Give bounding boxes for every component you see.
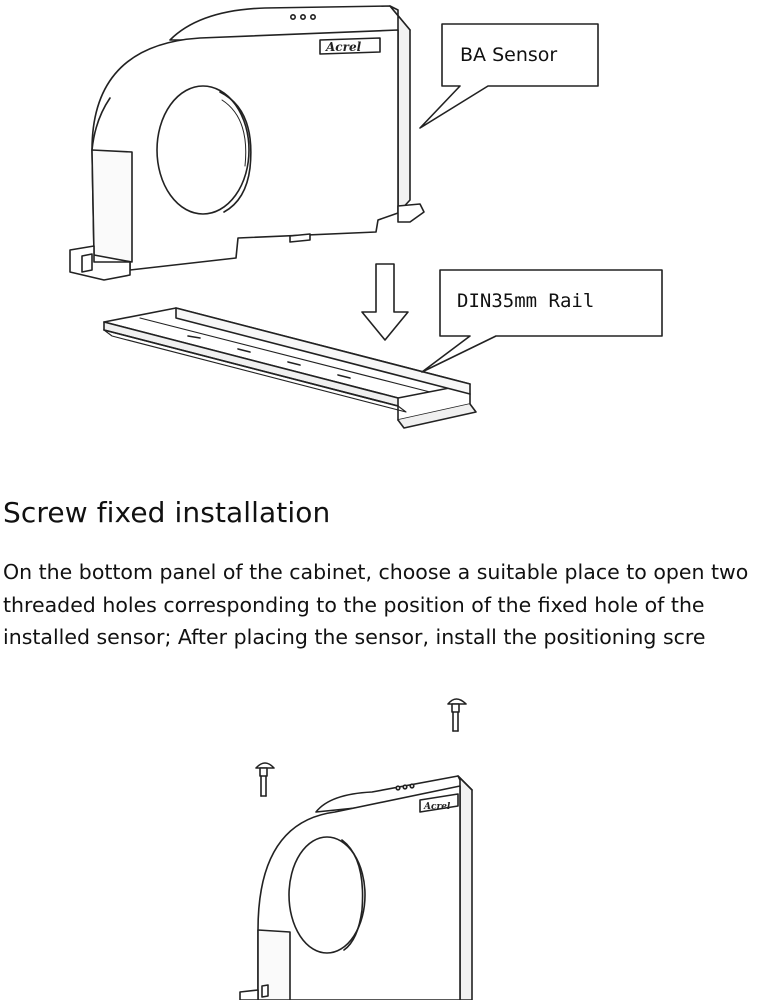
ba-sensor-label: BA Sensor [460,44,557,66]
screw-icon [255,762,275,797]
down-arrow-icon [361,263,409,341]
screw-icon [447,698,467,732]
ba-sensor-illustration [69,5,425,281]
section-title: Screw fixed installation [3,496,331,529]
din-rail-callout [421,269,663,373]
brand-logo-top: Acrel [325,40,362,54]
brand-logo-bottom: Acrel [423,802,451,812]
section-body: On the bottom panel of the cabinet, choo… [3,560,749,649]
din-rail-illustration [103,307,477,429]
sensor-illustration-bottom [239,775,473,1000]
ba-sensor-callout [419,23,599,129]
din-rail-label: DIN35mm Rail [457,290,594,312]
